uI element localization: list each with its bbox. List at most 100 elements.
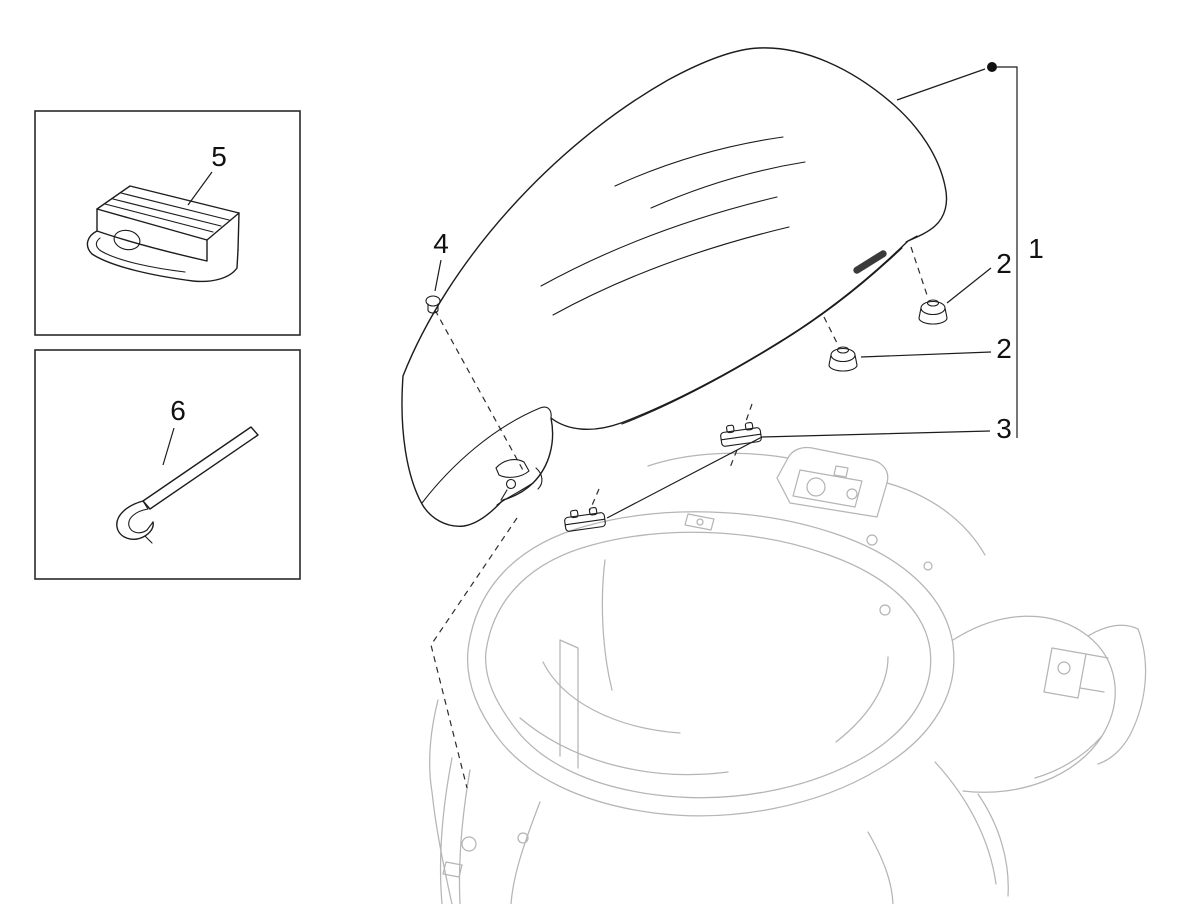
saddle: [401, 47, 948, 527]
wrench-jaw: [142, 500, 154, 544]
callout-label-3: 3: [996, 413, 1012, 444]
callout-leader-2b: [860, 351, 992, 358]
screw-head: [425, 295, 441, 307]
body-rim-edge: [647, 452, 789, 467]
scooter-body-ghost: [428, 446, 1147, 904]
slider-ribs: [104, 192, 230, 233]
callout-2-upper: 2: [946, 248, 1012, 304]
body-line: [542, 661, 681, 734]
callout-leader-5: [187, 171, 213, 206]
saddle-front-edge: [421, 406, 552, 504]
latch-pin: [505, 478, 517, 490]
body-hole: [846, 488, 858, 500]
dashed-axis-spacer-upper: [728, 403, 753, 471]
wrench-hook-inner: [128, 508, 149, 534]
body-line: [458, 769, 471, 904]
callout-label-2a: 2: [996, 248, 1012, 279]
body-hole: [696, 518, 704, 526]
body-hole: [461, 836, 477, 852]
saddle-stitch-1: [614, 136, 784, 187]
inset-box-slider: 5: [34, 110, 301, 336]
latch-tab: [495, 459, 530, 478]
saddle-hinge-bar: [853, 250, 887, 274]
callout-1: 1: [896, 62, 1044, 438]
callout-2-lower: 2: [860, 333, 1012, 364]
body-bucket-outer: [466, 511, 955, 817]
saddle-rim-line: [621, 247, 903, 425]
slider-channel: [86, 230, 239, 283]
callout-label-5: 5: [211, 141, 227, 172]
body-line: [519, 717, 729, 776]
saddle-seam-2: [552, 226, 790, 316]
body-line: [867, 831, 894, 904]
latch-hook: [535, 467, 543, 490]
rubber-buffer-upper: [918, 299, 948, 325]
body-line: [934, 761, 997, 885]
screw: [425, 295, 441, 314]
callout-leader-6: [162, 427, 175, 466]
body-hole: [879, 604, 891, 616]
body-mechanism: [1043, 647, 1087, 699]
body-latch-block: [684, 513, 715, 531]
body-line: [428, 699, 453, 904]
rubber-buffer-lower: [828, 346, 858, 372]
wrench-shaft: [142, 426, 259, 510]
body-hole: [1057, 661, 1071, 675]
body-rim-edge: [886, 482, 986, 556]
body-hinge-inner: [792, 469, 863, 508]
saddle-outline: [401, 47, 948, 527]
slider-side: [96, 208, 240, 262]
saddle-notch: [905, 235, 918, 243]
dashed-axis-latch: [430, 517, 518, 789]
body-line: [601, 559, 613, 691]
callout-leader-1: [896, 68, 986, 101]
saddle-stitch-2: [650, 161, 806, 209]
latch-lever: [500, 489, 508, 501]
body-right-panel: [952, 615, 1116, 793]
body-line: [559, 639, 579, 769]
body-line: [1097, 628, 1147, 765]
inset-frame-5: [34, 110, 301, 336]
dashed-axis-buffer-upper: [910, 246, 928, 296]
callout-leader-4: [434, 259, 442, 292]
body-hole: [866, 534, 878, 546]
saddle-seam-1: [540, 196, 778, 287]
dashed-axis-spacer-lower: [589, 488, 600, 511]
saddle-latch: [495, 459, 543, 501]
callout-label-1: 1: [1028, 233, 1044, 264]
dashed-axis-screw: [434, 309, 525, 473]
body-line: [977, 793, 1009, 897]
callout-label-2b: 2: [996, 333, 1012, 364]
body-line: [439, 757, 453, 904]
callout-leader-3: [606, 430, 991, 519]
body-hole: [806, 477, 826, 497]
callout-label-4: 4: [433, 228, 449, 259]
callout-4: 4: [433, 228, 449, 292]
wrench-hook-outer: [116, 500, 154, 540]
callout-dot-1: [987, 62, 997, 72]
callout-label-6: 6: [170, 395, 186, 426]
assembly-dashed-lines: [430, 246, 928, 789]
body-detail: [833, 465, 849, 478]
slider-channel-inner: [95, 237, 186, 273]
slider-hole: [113, 229, 141, 251]
body-line: [1079, 653, 1109, 693]
body-line: [510, 801, 541, 904]
body-line: [1087, 624, 1139, 637]
screw-shank: [427, 303, 439, 314]
callout-3: 3: [606, 413, 1012, 519]
body-hole: [517, 832, 529, 844]
body-line: [835, 656, 889, 743]
inset-box-wrench: 6: [34, 349, 301, 580]
callout-leader-2a: [946, 267, 992, 304]
body-line: [1034, 735, 1103, 779]
body-hinge-bracket: [776, 446, 889, 518]
spacer-upper: [718, 420, 763, 448]
saddle-skirt-line: [496, 482, 534, 506]
body-detail: [442, 861, 463, 878]
body-hole: [923, 561, 933, 571]
inset-frame-6: [34, 349, 301, 580]
dashed-axis-buffer-lower: [823, 316, 839, 346]
